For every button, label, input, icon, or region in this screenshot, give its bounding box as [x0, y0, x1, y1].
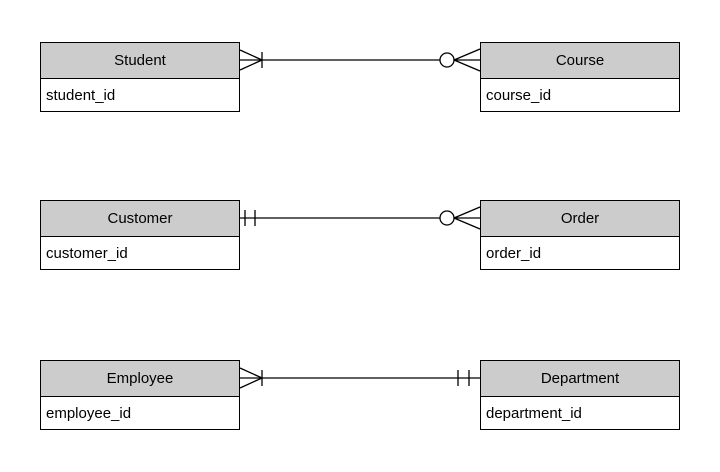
relationship-student-course	[240, 48, 480, 72]
entity-employee-attribute: employee_id	[41, 397, 239, 429]
entity-student-attribute: student_id	[41, 79, 239, 111]
entity-customer-attribute: customer_id	[41, 237, 239, 269]
entity-customer: Customer customer_id	[40, 200, 240, 270]
entity-student-name: Student	[41, 43, 239, 79]
relationship-customer-order	[240, 206, 480, 230]
entity-order-name: Order	[481, 201, 679, 237]
zero-or-many-symbol	[439, 206, 480, 230]
entity-department-attribute: department_id	[481, 397, 679, 429]
entity-course-name: Course	[481, 43, 679, 79]
exactly-one-symbol	[457, 370, 470, 386]
entity-student: Student student_id	[40, 42, 240, 112]
entity-course: Course course_id	[480, 42, 680, 112]
relationship-employee-department	[240, 367, 480, 389]
entity-order: Order order_id	[480, 200, 680, 270]
entity-employee-name: Employee	[41, 361, 239, 397]
entity-department-name: Department	[481, 361, 679, 397]
entity-order-attribute: order_id	[481, 237, 679, 269]
entity-employee: Employee employee_id	[40, 360, 240, 430]
entity-course-attribute: course_id	[481, 79, 679, 111]
one-or-many-symbol	[240, 367, 263, 389]
entity-customer-name: Customer	[41, 201, 239, 237]
exactly-one-symbol	[244, 210, 256, 226]
entity-department: Department department_id	[480, 360, 680, 430]
one-or-many-symbol	[240, 49, 263, 71]
zero-or-many-symbol	[439, 48, 480, 72]
